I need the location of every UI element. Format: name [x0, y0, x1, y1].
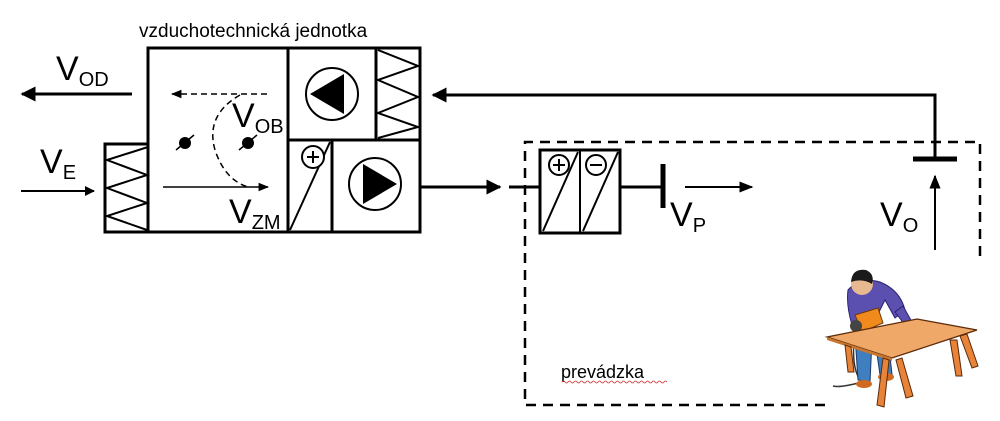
damper-icon — [238, 134, 258, 151]
air-handling-unit — [103, 46, 422, 234]
room-heater-icon — [548, 154, 570, 176]
label-supply-flow: VP — [670, 196, 706, 237]
intake-filter-section — [103, 142, 150, 234]
intake-filter-zigzag — [103, 146, 151, 231]
return-duct — [440, 93, 937, 157]
zone-label: prevádzka — [561, 362, 645, 382]
exhaust-filter-zigzag — [375, 49, 422, 139]
damper-icon — [175, 134, 195, 151]
label-mixed-flow: VZM — [229, 193, 281, 234]
recirculation-dashed-curve — [212, 94, 249, 188]
mixing-chamber — [146, 46, 290, 234]
room-boundary — [523, 140, 982, 407]
table-illustration — [824, 318, 979, 408]
exhaust-fan-icon — [305, 67, 359, 121]
label-extract-flow: VO — [880, 196, 918, 237]
supply-fan-icon — [348, 157, 402, 211]
unit-title: vzduchotechnická jednotka — [139, 21, 368, 42]
label-recirculation-flow: VOB — [232, 97, 284, 138]
room-cooler-icon — [585, 154, 607, 176]
heater-icon — [289, 141, 331, 231]
label-outdoor-flow: VE — [40, 143, 76, 184]
spellcheck-underline — [561, 380, 668, 384]
label-exhaust-flow: VOD — [56, 50, 109, 91]
terminal-unit — [538, 148, 622, 235]
